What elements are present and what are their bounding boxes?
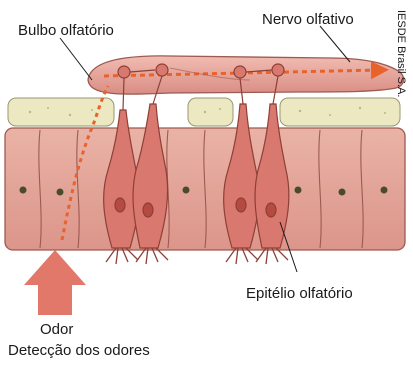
label-bulbo-olfatorio: Bulbo olfatório <box>18 22 114 40</box>
label-deteccao-odores: Detecção dos odores <box>8 342 150 360</box>
label-epitelio-olfatorio: Epitélio olfatório <box>246 285 353 303</box>
bone-plates <box>8 98 400 126</box>
odor-arrow <box>24 250 86 315</box>
image-credit: IESDE Brasil S.A. <box>395 10 407 97</box>
label-odor: Odor <box>40 321 73 339</box>
label-nervo-olfativo: Nervo olfativo <box>262 11 354 29</box>
